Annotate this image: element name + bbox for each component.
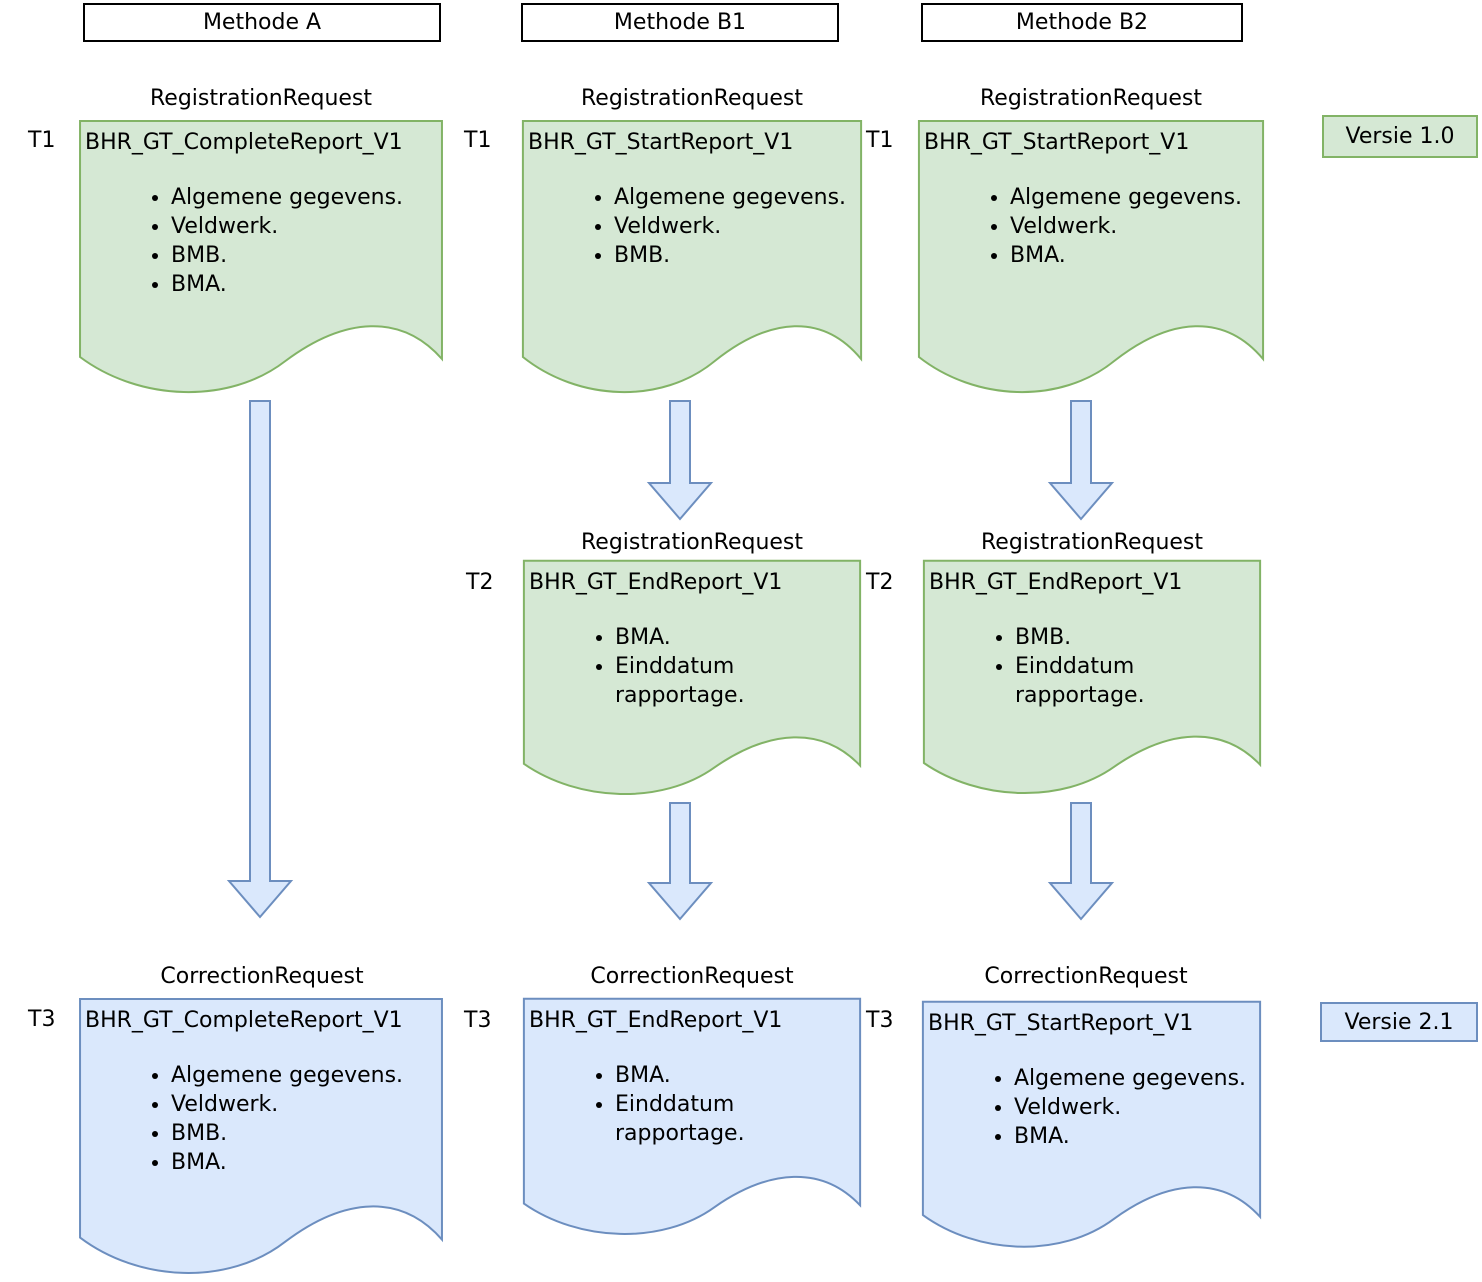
document-title: BHR_GT_EndReport_V1 <box>529 570 783 595</box>
bullet-item: Algemene gegevens. <box>614 183 857 212</box>
request-type-label: RegistrationRequest <box>979 86 1203 111</box>
document-b2-t1: BHR_GT_StartReport_V1 Algemene gegevens.… <box>917 119 1265 399</box>
bullet-item: Veldwerk. <box>614 212 857 241</box>
arrow-down-icon <box>646 400 714 521</box>
arrow-down-icon <box>1047 802 1115 921</box>
document-title: BHR_GT_StartReport_V1 <box>924 130 1190 155</box>
column-header-methode-a: Methode A <box>83 3 441 42</box>
document-shape <box>922 559 1262 799</box>
time-label: T1 <box>866 128 894 153</box>
time-label: T3 <box>464 1008 492 1033</box>
document-shape <box>522 997 862 1240</box>
document-bullets: Algemene gegevens. Veldwerk. BMB. BMA. <box>85 183 438 299</box>
arrow-down-icon <box>646 802 714 921</box>
column-header-methode-b1: Methode B1 <box>521 3 839 42</box>
bullet-item: BMA. <box>171 270 438 299</box>
document-a-t1: BHR_GT_CompleteReport_V1 Algemene gegeve… <box>78 119 444 399</box>
bullet-item: Veldwerk. <box>171 212 438 241</box>
time-label: T2 <box>466 570 494 595</box>
bullet-item: Algemene gegevens. <box>171 183 438 212</box>
bullet-item: BMB. <box>614 241 857 270</box>
document-title: BHR_GT_CompleteReport_V1 <box>85 130 403 155</box>
bullet-item: BMA. <box>171 1148 438 1177</box>
bullet-item: Veldwerk. <box>1014 1093 1256 1122</box>
document-shape <box>917 119 1265 399</box>
time-label: T1 <box>28 128 56 153</box>
bullet-item: BMA. <box>615 623 856 652</box>
request-type-label: CorrectionRequest <box>984 964 1188 989</box>
version-badge-1: Versie 1.0 <box>1322 115 1478 158</box>
bullet-item: Einddatum rapportage. <box>1015 652 1190 710</box>
version-badge-label: Versie 2.1 <box>1344 1009 1454 1035</box>
document-b2-t2: BHR_GT_EndReport_V1 BMB. Einddatum rappo… <box>922 559 1262 799</box>
document-shape <box>78 997 444 1280</box>
document-shape <box>78 119 444 399</box>
document-title: BHR_GT_CompleteReport_V1 <box>85 1008 403 1033</box>
document-shape <box>921 1000 1262 1253</box>
document-b1-t3: BHR_GT_EndReport_V1 BMA. Einddatum rappo… <box>522 997 862 1240</box>
bullet-item: BMB. <box>171 241 438 270</box>
document-title: BHR_GT_StartReport_V1 <box>528 130 794 155</box>
time-label: T3 <box>28 1007 56 1032</box>
document-b1-t1: BHR_GT_StartReport_V1 Algemene gegevens.… <box>521 119 863 399</box>
bullet-item: BMA. <box>615 1061 856 1090</box>
bullet-item: Einddatum rapportage. <box>615 652 790 710</box>
column-header-label: Methode A <box>202 10 322 35</box>
document-a-t3: BHR_GT_CompleteReport_V1 Algemene gegeve… <box>78 997 444 1280</box>
time-label: T1 <box>464 128 492 153</box>
document-b2-t3: BHR_GT_StartReport_V1 Algemene gegevens.… <box>921 1000 1262 1253</box>
bullet-item: BMB. <box>171 1119 438 1148</box>
document-bullets: BMA. Einddatum rapportage. <box>529 1061 856 1148</box>
request-type-label: RegistrationRequest <box>980 530 1204 555</box>
document-bullets: BMB. Einddatum rapportage. <box>929 623 1256 710</box>
bullet-item: Algemene gegevens. <box>171 1061 438 1090</box>
document-bullets: Algemene gegevens. Veldwerk. BMB. BMA. <box>85 1061 438 1177</box>
document-title: BHR_GT_EndReport_V1 <box>929 570 1183 595</box>
document-shape <box>521 119 863 399</box>
bullet-item: BMA. <box>1010 241 1259 270</box>
document-title: BHR_GT_EndReport_V1 <box>529 1008 783 1033</box>
time-label: T3 <box>866 1008 894 1033</box>
request-type-label: CorrectionRequest <box>590 964 794 989</box>
request-type-label: RegistrationRequest <box>580 86 804 111</box>
request-type-label: CorrectionRequest <box>160 964 364 989</box>
document-title: BHR_GT_StartReport_V1 <box>928 1011 1194 1036</box>
bullet-item: Veldwerk. <box>1010 212 1259 241</box>
column-header-label: Methode B2 <box>1015 10 1149 35</box>
document-b1-t2: BHR_GT_EndReport_V1 BMA. Einddatum rappo… <box>522 559 862 800</box>
time-label: T2 <box>866 570 894 595</box>
arrow-down-icon <box>226 400 294 919</box>
bullet-item: Einddatum rapportage. <box>615 1090 790 1148</box>
arrow-down-icon <box>1047 400 1115 521</box>
document-bullets: Algemene gegevens. Veldwerk. BMB. <box>528 183 857 270</box>
bullet-item: BMA. <box>1014 1122 1256 1151</box>
bullet-item: BMB. <box>1015 623 1256 652</box>
document-bullets: Algemene gegevens. Veldwerk. BMA. <box>924 183 1259 270</box>
version-badge-2: Versie 2.1 <box>1320 1002 1478 1042</box>
bullet-item: Algemene gegevens. <box>1010 183 1259 212</box>
document-shape <box>522 559 862 800</box>
version-badge-label: Versie 1.0 <box>1345 124 1455 149</box>
request-type-label: RegistrationRequest <box>580 530 804 555</box>
bullet-item: Veldwerk. <box>171 1090 438 1119</box>
column-header-methode-b2: Methode B2 <box>921 3 1243 42</box>
column-header-label: Methode B1 <box>613 10 747 35</box>
request-type-label: RegistrationRequest <box>149 86 373 111</box>
document-bullets: BMA. Einddatum rapportage. <box>529 623 856 710</box>
bullet-item: Algemene gegevens. <box>1014 1064 1256 1093</box>
document-bullets: Algemene gegevens. Veldwerk. BMA. <box>928 1064 1256 1151</box>
